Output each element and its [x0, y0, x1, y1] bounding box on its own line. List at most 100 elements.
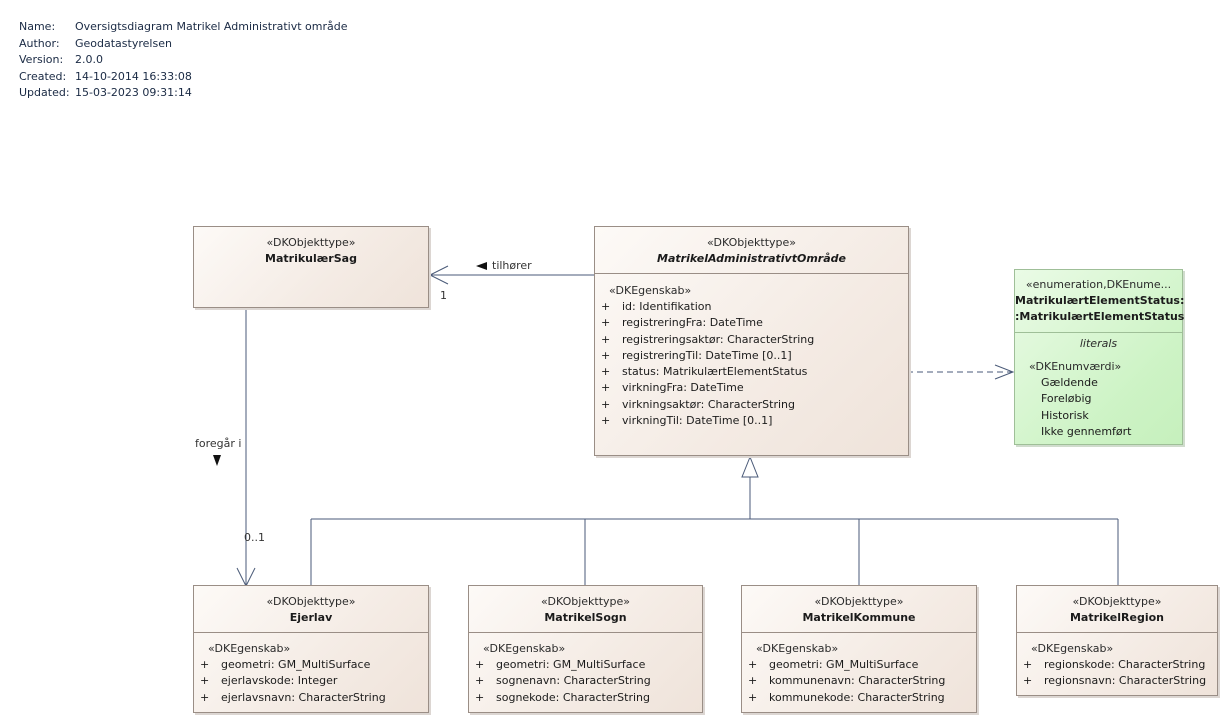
attribute-text: registreringsaktør: CharacterString [622, 332, 815, 346]
class-matrikel-administrativt-omraade[interactable]: «DKObjekttype» MatrikelAdministrativtOmr… [594, 226, 909, 456]
meta-row-name: Name:Oversigtsdiagram Matrikel Administr… [19, 19, 348, 36]
meta-key: Author: [19, 36, 60, 50]
attribute-row[interactable]: + regionskode: CharacterString [1017, 657, 1217, 673]
visibility-marker: + [200, 690, 210, 704]
visibility-marker: + [475, 674, 485, 688]
meta-row-updated: Updated:15-03-2023 09:31:14 [19, 85, 348, 102]
attribute-row[interactable]: + ejerlavskode: Integer [194, 673, 428, 689]
class-name: MatrikulærSag [265, 252, 357, 265]
attribute-text: sognekode: CharacterString [496, 690, 650, 704]
attribute-row[interactable]: +geometri: GM_MultiSurface [194, 657, 428, 673]
attribute-text: regionsnavn: CharacterString [1044, 674, 1207, 688]
attribute-text: virkningTil: DateTime [0..1] [622, 414, 773, 428]
attribute-compartment: «DKEgenskab» +geometri: GM_MultiSurface … [194, 641, 428, 706]
association-arrowhead [428, 265, 449, 285]
visibility-marker: + [601, 397, 611, 411]
class-stereotype: «DKObjekttype» [266, 595, 356, 608]
attribute-text: ejerlavskode: Integer [221, 674, 338, 688]
attribute-text: regionskode: CharacterString [1044, 658, 1206, 671]
class-matrikulaersag[interactable]: «DKObjekttype» MatrikulærSag [193, 226, 429, 308]
visibility-marker: + [200, 658, 210, 671]
compartment-divider [469, 632, 702, 633]
attribute-row[interactable]: + virkningTil: DateTime [0..1] [595, 413, 908, 429]
visibility-marker: + [748, 690, 758, 704]
visibility-marker: + [1023, 674, 1033, 688]
class-name: MatrikelAdministrativtOmråde [657, 252, 846, 265]
meta-key: Created: [19, 69, 67, 83]
dependency-arrowhead [994, 364, 1015, 380]
attribute-text: sognenavn: CharacterString [496, 674, 651, 688]
attribute-compartment: «DKEgenskab» +geometri: GM_MultiSurface … [742, 641, 976, 706]
visibility-marker: + [475, 690, 485, 704]
attribute-row[interactable]: +registreringFra: DateTime [595, 315, 908, 331]
association-tilhoerer-multiplicity: 1 [440, 289, 447, 302]
visibility-marker: + [601, 381, 611, 395]
visibility-marker: + [200, 674, 210, 688]
attribute-section-stereotype: «DKEgenskab» [609, 284, 692, 297]
visibility-marker: + [601, 414, 611, 428]
visibility-marker: + [748, 674, 758, 688]
attribute-text: geometri: GM_MultiSurface [769, 658, 919, 671]
association-tilhoerer-label: tilhører [492, 259, 532, 272]
visibility-marker: + [1023, 658, 1033, 671]
attribute-row[interactable]: + sognenavn: CharacterString [469, 673, 702, 689]
attribute-row[interactable]: + geometri: GM_MultiSurface [469, 657, 702, 673]
class-stereotype: «DKObjekttype» [706, 236, 797, 249]
attribute-row[interactable]: +virkningsaktør: CharacterString [595, 397, 908, 413]
attribute-row[interactable]: +registreringTil: DateTime [0..1] [595, 348, 908, 364]
attribute-section-stereotype: «DKEgenskab» [483, 642, 566, 655]
attribute-text: registreringTil: DateTime [0..1] [622, 348, 792, 362]
generalization-triangle [741, 455, 759, 478]
attribute-row[interactable]: + geometri: GM_MultiSurface [742, 657, 976, 673]
attribute-row[interactable]: + status: MatrikulærtElementStatus [595, 364, 908, 380]
compartment-divider [194, 632, 428, 633]
attribute-row[interactable]: +id: Identifikation [595, 299, 908, 315]
attribute-section-stereotype: «DKEgenskab» [756, 642, 839, 655]
visibility-marker: + [475, 658, 485, 671]
class-stereotype: «DKObjekttype» [266, 236, 356, 249]
visibility-marker: + [748, 658, 758, 671]
class-name: MatrikelRegion [1069, 611, 1165, 624]
attribute-row[interactable]: + ejerlavsnavn: CharacterString [194, 690, 428, 706]
enumeration-matrikulaert-element-status[interactable]: «enumeration,DKEnume... MatrikulærtEleme… [1014, 269, 1185, 445]
meta-row-version: Version:2.0.0 [19, 52, 348, 69]
class-name: MatrikelSogn [544, 611, 627, 624]
visibility-marker: + [601, 332, 611, 346]
attribute-text: kommunenavn: CharacterString [769, 674, 946, 688]
association-foregaar-multiplicity: 0..1 [244, 531, 265, 544]
attribute-text: id: Identifikation [622, 300, 712, 313]
class-matrikel-sogn[interactable]: «DKObjekttype» MatrikelSogn «DKEgenskab»… [468, 585, 703, 713]
meta-value: Geodatastyrelsen [75, 36, 172, 50]
attribute-compartment: «DKEgenskab» +geometri: GM_MultiSurface … [469, 641, 702, 706]
enum-literal[interactable]: Gældende [1041, 376, 1098, 389]
class-stereotype: «DKObjekttype» [1072, 595, 1162, 608]
attribute-text: kommunekode: CharacterString [769, 690, 945, 704]
meta-key: Name: [19, 20, 56, 33]
attribute-row[interactable]: + kommunenavn: CharacterString [742, 673, 976, 689]
enumeration-type: :MatrikulærtElementStatus [1015, 310, 1185, 323]
attribute-text: ejerlavsnavn: CharacterString [221, 690, 386, 704]
attribute-text: virkningFra: DateTime [622, 381, 744, 395]
literal-section-stereotype: «DKEnumværdi» [1029, 360, 1122, 373]
attribute-row[interactable]: + registreringsaktør: CharacterString [595, 332, 908, 348]
attribute-row[interactable]: + kommunekode: CharacterString [742, 690, 976, 706]
association-foregaar-label: foregår i [195, 437, 242, 450]
meta-value: 14-10-2014 16:33:08 [75, 69, 192, 83]
attribute-section-stereotype: «DKEgenskab» [208, 642, 291, 655]
attribute-text: status: MatrikulærtElementStatus [622, 365, 808, 379]
compartment-divider [1015, 332, 1182, 333]
attribute-row[interactable]: + virkningFra: DateTime [595, 380, 908, 396]
attribute-text: registreringFra: DateTime [622, 316, 763, 330]
enum-literal[interactable]: Historisk [1041, 408, 1089, 422]
attribute-row[interactable]: + regionsnavn: CharacterString [1017, 673, 1217, 689]
attribute-text: geometri: GM_MultiSurface [496, 658, 646, 671]
class-matrikel-region[interactable]: «DKObjekttype» MatrikelRegion «DKEgenska… [1016, 585, 1218, 696]
visibility-marker: + [601, 365, 611, 379]
attribute-row[interactable]: + sognekode: CharacterString [469, 690, 702, 706]
enum-literal[interactable]: Ikke gennemført [1041, 424, 1132, 438]
diagram-metadata: Name:Oversigtsdiagram Matrikel Administr… [19, 19, 348, 102]
enum-literal[interactable]: Foreløbig [1041, 392, 1092, 406]
class-ejerlav[interactable]: «DKObjekttype» Ejerlav «DKEgenskab» +geo… [193, 585, 429, 713]
class-matrikel-kommune[interactable]: «DKObjekttype» MatrikelKommune «DKEgensk… [741, 585, 977, 713]
direction-down-icon [213, 455, 221, 466]
